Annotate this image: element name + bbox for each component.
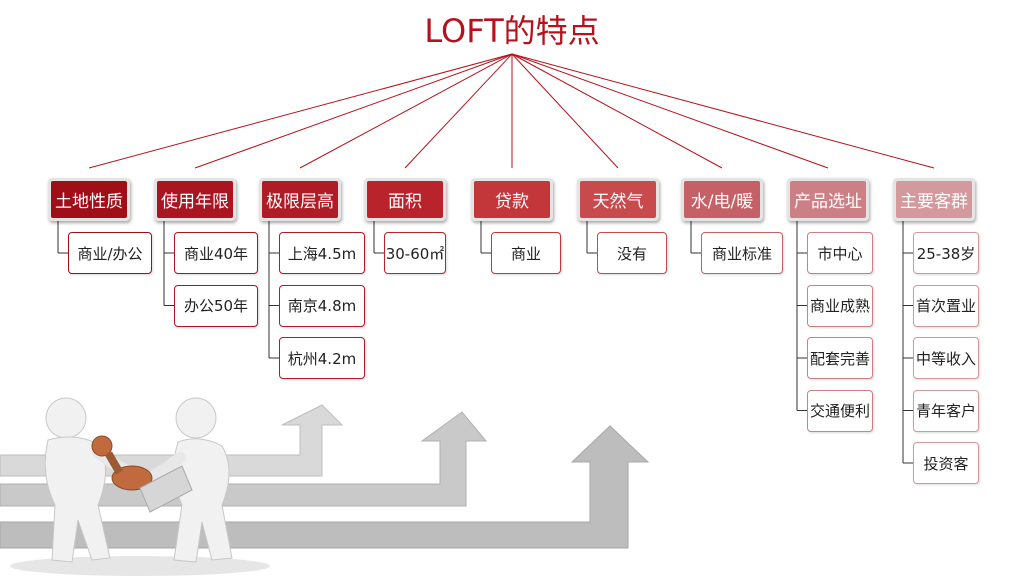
- feature-item: 首次置业: [913, 284, 979, 327]
- spoke-line: [511, 53, 619, 169]
- feature-item: 30-60㎡: [384, 232, 446, 274]
- category-header: 水/电/暖: [681, 178, 763, 221]
- category-label: 主要客群: [896, 181, 972, 218]
- feature-item: 市中心: [807, 232, 873, 274]
- category-header: 面积: [364, 178, 446, 221]
- feature-item: 投资客: [913, 442, 979, 484]
- feature-item: 杭州4.2m: [279, 337, 365, 379]
- feature-item: 25-38岁: [913, 232, 979, 274]
- feature-item: 办公50年: [174, 284, 258, 327]
- category-label: 面积: [367, 181, 443, 218]
- category-header: 极限层高: [259, 178, 341, 221]
- feature-item: 配套完善: [807, 337, 873, 379]
- feature-item: 南京4.8m: [279, 284, 365, 327]
- spoke-line: [404, 53, 513, 169]
- category-label: 土地性质: [51, 181, 127, 218]
- people-figures: [10, 397, 270, 576]
- feature-item: 商业成熟: [807, 284, 873, 327]
- feature-item: 上海4.5m: [279, 232, 365, 274]
- category-label: 贷款: [474, 181, 550, 218]
- feature-item: 中等收入: [913, 337, 979, 379]
- category-header: 土地性质: [48, 178, 130, 221]
- feature-item: 商业40年: [174, 232, 258, 274]
- spoke-line: [299, 53, 513, 169]
- feature-item: 没有: [597, 232, 667, 274]
- feature-item: 青年客户: [913, 389, 979, 432]
- spoke-line: [511, 53, 829, 169]
- category-label: 极限层高: [262, 181, 338, 218]
- category-label: 使用年限: [157, 181, 233, 218]
- feature-item: 商业/办公: [68, 232, 152, 274]
- category-label: 天然气: [580, 181, 656, 218]
- feature-item: 商业: [491, 232, 561, 274]
- category-label: 水/电/暖: [684, 181, 760, 218]
- feature-item: 交通便利: [807, 389, 873, 432]
- page-title: LOFT的特点: [424, 12, 600, 50]
- feature-item: 商业标准: [701, 232, 783, 274]
- spoke-line: [88, 53, 513, 169]
- category-header: 贷款: [471, 178, 553, 221]
- spoke-line: [511, 53, 723, 169]
- category-header: 天然气: [577, 178, 659, 221]
- category-header: 主要客群: [893, 178, 975, 221]
- category-label: 产品选址: [790, 181, 866, 218]
- category-header: 使用年限: [154, 178, 236, 221]
- spoke-line: [194, 53, 513, 169]
- category-header: 产品选址: [787, 178, 869, 221]
- spoke-line: [511, 53, 935, 169]
